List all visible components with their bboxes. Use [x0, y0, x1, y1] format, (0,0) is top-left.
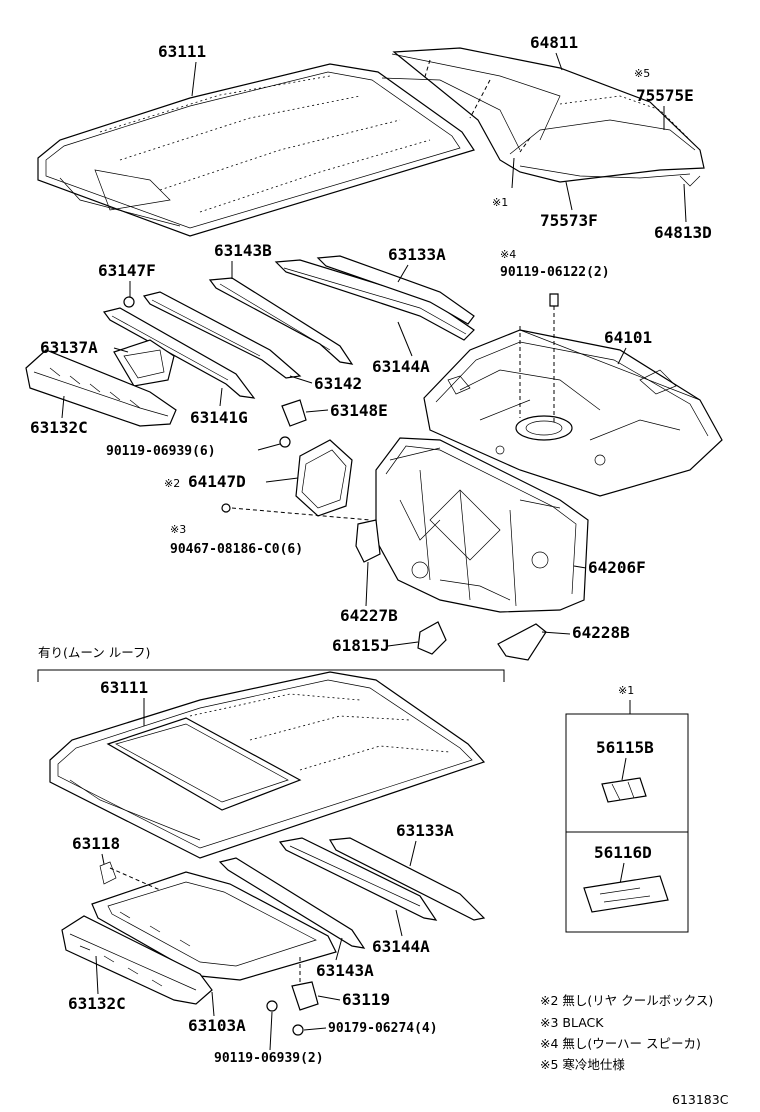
inset-note-mark-1: ※1 [618, 684, 634, 697]
badge-56115B [601, 777, 647, 803]
part-label-63133A-top: 63133A [388, 245, 446, 264]
part-label-63118: 63118 [72, 834, 120, 853]
note-line-3: ※3 BLACK [540, 1015, 604, 1030]
part-label-63132C-bottom: 63132C [68, 994, 126, 1013]
moonroof-frame [61, 837, 486, 1036]
roof-bows-top [25, 255, 475, 448]
part-label-56115B: 56115B [596, 738, 654, 757]
part-label-63144A-bottom: 63144A [372, 937, 430, 956]
package-tray [423, 329, 723, 497]
note-mark-3: ※3 [170, 523, 186, 536]
note-line-2: ※2 無し(リヤ クールボックス) [540, 993, 713, 1008]
part-label-90119-06122-2: 90119-06122(2) [500, 265, 610, 280]
part-label-63143B: 63143B [214, 241, 272, 260]
note-line-4: ※4 無し(ウーハー スピーカ) [540, 1036, 701, 1051]
part-label-63132C-top: 63132C [30, 418, 88, 437]
note-mark-2: ※2 [164, 477, 180, 490]
rear-partition-panel [375, 437, 589, 613]
part-label-63144A-top: 63144A [372, 357, 430, 376]
part-label-90119-06939-2: 90119-06939(2) [214, 1051, 324, 1066]
part-label-63142: 63142 [314, 374, 362, 393]
inset-box [565, 713, 689, 933]
roof-panel-moonroof [49, 671, 486, 859]
part-label-90119-06939-6: 90119-06939(6) [106, 444, 216, 459]
part-label-63119: 63119 [342, 990, 390, 1009]
part-label-63141G: 63141G [190, 408, 248, 427]
part-label-64147D: 64147D [188, 472, 246, 491]
part-label-64101: 64101 [604, 328, 652, 347]
badge-56116D [583, 875, 669, 913]
part-label-75573F: 75573F [540, 211, 598, 230]
part-label-63143A: 63143A [316, 961, 374, 980]
part-label-63133A-bottom: 63133A [396, 821, 454, 840]
note-mark-5: ※5 [634, 67, 650, 80]
note-line-5: ※5 寒冷地仕様 [540, 1057, 625, 1072]
part-label-63147F: 63147F [98, 261, 156, 280]
part-label-64227B: 64227B [340, 606, 398, 625]
part-label-64813D: 64813D [654, 223, 712, 242]
part-label-63111-top: 63111 [158, 42, 206, 61]
part-label-63148E: 63148E [330, 401, 388, 420]
part-label-64206F: 64206F [588, 558, 646, 577]
moonroof-section-label: 有り(ムーン ルーフ) [38, 645, 150, 660]
part-label-63103A: 63103A [188, 1016, 246, 1035]
part-label-90179-06274-4: 90179-06274(4) [328, 1021, 438, 1036]
part-label-63137A: 63137A [40, 338, 98, 357]
plug-61815J [417, 621, 447, 655]
note-mark-4: ※4 [500, 248, 516, 261]
part-label-75575E: 75575E [636, 86, 694, 105]
part-label-64228B: 64228B [572, 623, 630, 642]
roof-panel-top [37, 63, 475, 237]
bracket-64228B [497, 623, 547, 661]
part-label-64811: 64811 [530, 33, 578, 52]
part-label-61815J: 61815J [332, 636, 390, 655]
part-label-63111-bottom: 63111 [100, 678, 148, 697]
bracket-64227B [355, 519, 381, 563]
speaker-box [295, 439, 353, 517]
note-mark-1-top: ※1 [492, 196, 508, 209]
part-label-56116D: 56116D [594, 843, 652, 862]
diagram-code: 613183C [672, 1092, 729, 1107]
part-label-90467-08186-c0-6: 90467-08186-C0(6) [170, 542, 303, 557]
back-window-molding [381, 47, 705, 187]
